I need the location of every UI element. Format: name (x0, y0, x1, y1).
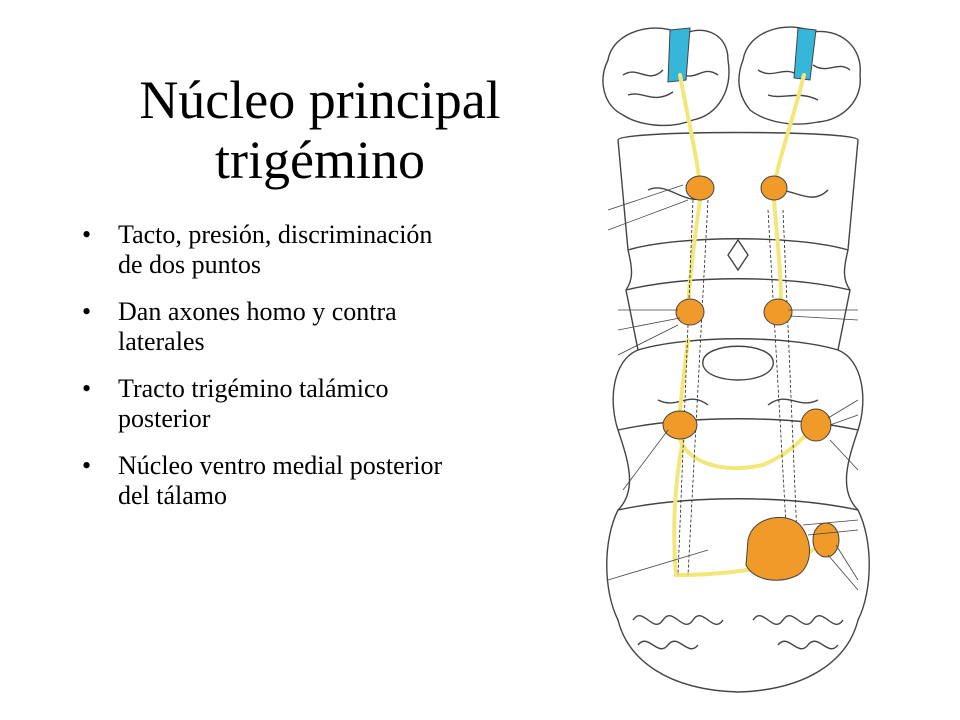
brainstem-outline (606, 131, 870, 693)
bullet-item: • Núcleo ventro medial posterior del tála… (80, 451, 460, 511)
title-line-1: Núcleo principal (139, 70, 501, 130)
title-line-2: trigémino (215, 130, 425, 190)
nucleus-mid-left (675, 298, 705, 326)
thalamic-nucleus (745, 517, 810, 581)
bullet-dot: • (82, 220, 92, 249)
left-hemisphere (602, 27, 730, 127)
bullet-dot: • (82, 297, 92, 326)
bullet-text: Dan axones homo y contra laterales (118, 297, 397, 356)
bullet-text: Núcleo ventro medial posterior del tálam… (118, 451, 443, 510)
right-cortex-band (793, 27, 817, 81)
bullet-item: • Dan axones homo y contra laterales (80, 297, 460, 357)
bullet-dot: • (82, 374, 92, 403)
trigeminal-pathway-diagram (602, 26, 870, 693)
nucleus-upper-right (760, 175, 788, 201)
slide-title: Núcleo principal trigémino (60, 70, 580, 190)
bullet-text: Tacto, presión, discriminación de dos pu… (118, 220, 433, 279)
bullet-dot: • (82, 451, 92, 480)
bullet-item: • Tracto trigémino talámico posterior (80, 374, 460, 434)
left-cortex-band (667, 27, 691, 83)
bullet-text: Tracto trigémino talámico posterior (118, 374, 389, 433)
nucleus-lower-left (662, 410, 698, 440)
nucleus-lower-right (800, 408, 832, 442)
bullet-item: • Tacto, presión, discriminación de dos p… (80, 220, 460, 280)
nucleus-mid-right (763, 298, 793, 326)
thalamic-nucleus-small (812, 522, 840, 558)
bullet-list: • Tacto, presión, discriminación de dos p… (80, 220, 460, 528)
nucleus-upper-left (685, 175, 715, 201)
